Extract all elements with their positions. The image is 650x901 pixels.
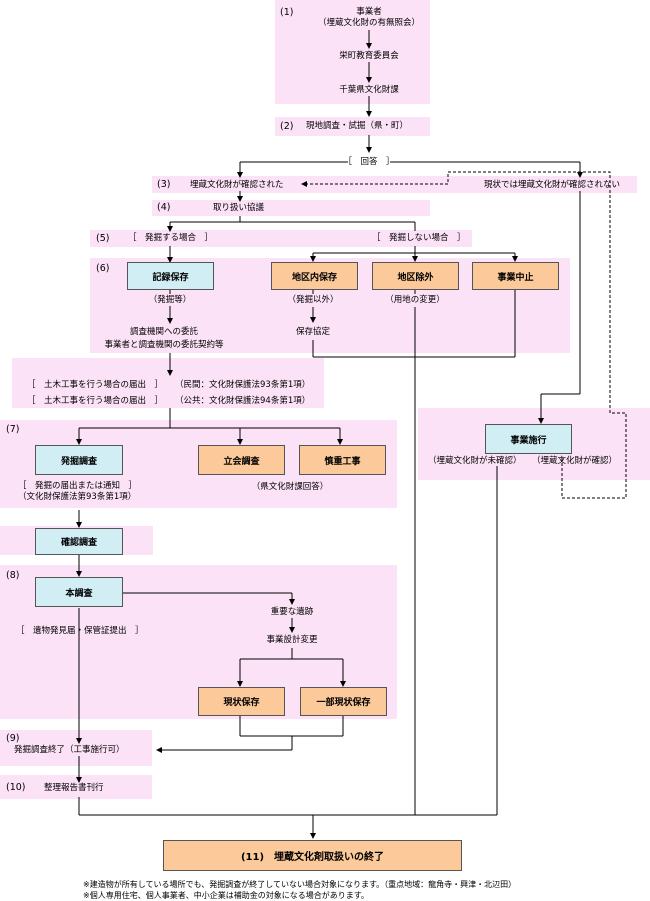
- civil-notice-private-law: （民間：文化財保護法93条第1項）: [175, 380, 311, 390]
- excavation-survey-box: 発掘調査: [35, 445, 123, 475]
- handling-end-box: (11) 埋蔵文化剤取扱いの終了: [163, 840, 462, 871]
- section-2-number: (2): [280, 121, 294, 132]
- not-confirmed-label: 現状では埋蔵文化財が確認されない: [484, 180, 621, 190]
- section-1-band: [275, 0, 430, 104]
- consultation-label: 取り扱い協議: [213, 203, 265, 213]
- section-9-band: [0, 730, 152, 766]
- section-7-number: (7): [6, 424, 20, 435]
- preservation-agreement-label: 保存協定: [295, 327, 331, 337]
- section-2-band: [275, 117, 430, 136]
- commission-label-1: 調査機関への委託: [129, 327, 199, 337]
- prefecture-section-label: 千葉県文化財課: [339, 85, 399, 95]
- survey-label: 現地調査・試掘（県・町）: [306, 121, 409, 131]
- main-survey-box: 本調査: [35, 577, 123, 607]
- pref-answer-label: （県文化財課回答）: [251, 482, 329, 492]
- project-unconfirmed-label: （埋蔵文化財が未確認）: [428, 456, 522, 466]
- excavation-notice-label: ［ 発掘の届出または通知 ］: [18, 481, 138, 491]
- artifact-report-label: ［ 遺物発見届・保管証提出 ］: [16, 626, 144, 636]
- land-change-note: （用地の変更）: [385, 295, 445, 305]
- confirmed-label: 埋蔵文化財が確認された: [190, 180, 284, 190]
- civil-notice-public-label: ［ 土木工事を行う場合の届出 ］: [27, 396, 164, 406]
- project-execution-box: 事業施行: [485, 424, 572, 454]
- excavate-case-label: ［ 発掘する場合 ］: [128, 233, 214, 243]
- section-5-number: (5): [96, 233, 110, 244]
- district-exclusion-box: 地区除外: [372, 262, 459, 290]
- project-confirmed-label: （埋蔵文化財が確認）: [532, 456, 618, 466]
- project-cancel-box: 事業中止: [472, 262, 559, 290]
- current-state-preservation-box: 現状保存: [198, 687, 285, 716]
- commission-label-2: 事業者と調査機関の委託契約等: [104, 340, 224, 350]
- footnote-1: ※建造物が所有している場所でも、発掘調査が終了していない場合対象になります。（重…: [83, 880, 517, 889]
- confirmation-survey-box: 確認調査: [35, 528, 123, 555]
- civil-notice-private-label: ［ 土木工事を行う場合の届出 ］: [27, 380, 164, 390]
- section-10-number: (10): [6, 782, 26, 793]
- answer-label: ［ 回答 ］: [343, 157, 395, 167]
- section-5-band: [90, 230, 472, 247]
- applicant-label: 事業者: [356, 7, 382, 17]
- careful-construction-box: 慎重工事: [299, 445, 386, 475]
- important-site-label: 重要な遺跡: [270, 607, 314, 617]
- report-publication-label: 整理報告書刊行: [44, 783, 104, 793]
- district-preservation-box: 地区内保存: [271, 262, 358, 290]
- section-8-number: (8): [6, 570, 20, 581]
- section-6-number: (6): [96, 263, 110, 274]
- section-3-number: (3): [157, 179, 171, 190]
- design-change-label: 事業設計変更: [266, 635, 318, 645]
- witness-survey-box: 立会調査: [198, 445, 285, 475]
- section-3-band: [152, 176, 637, 193]
- town-board-label: 栄町教育委員会: [339, 51, 399, 61]
- section-4-band: [152, 200, 430, 216]
- record-preservation-box: 記録保存: [127, 262, 214, 290]
- dig-note: （発掘等）: [148, 295, 192, 305]
- section-4-number: (4): [157, 202, 171, 213]
- section-civil-band: [12, 358, 324, 408]
- excavation-end-label: 発掘調査終了（工事施行可）: [14, 745, 125, 755]
- footnote-2: ※個人専用住宅、個人事業者、中小企業は補助金の対象になる場合があります。: [83, 891, 369, 900]
- non-dig-note: （発掘以外）: [287, 295, 339, 305]
- excavation-notice-law: （文化財保護法第93条第1項）: [18, 492, 137, 502]
- section-9-number: (9): [6, 733, 20, 744]
- section-1-number: (1): [280, 7, 294, 18]
- inquiry-label: （埋蔵文化財の有無照会）: [317, 18, 421, 28]
- civil-notice-public-law: （公共：文化財保護法94条第1項）: [175, 396, 311, 406]
- partial-preservation-box: 一部現状保存: [300, 687, 387, 716]
- no-excavate-case-label: ［ 発掘しない場合 ］: [372, 233, 466, 243]
